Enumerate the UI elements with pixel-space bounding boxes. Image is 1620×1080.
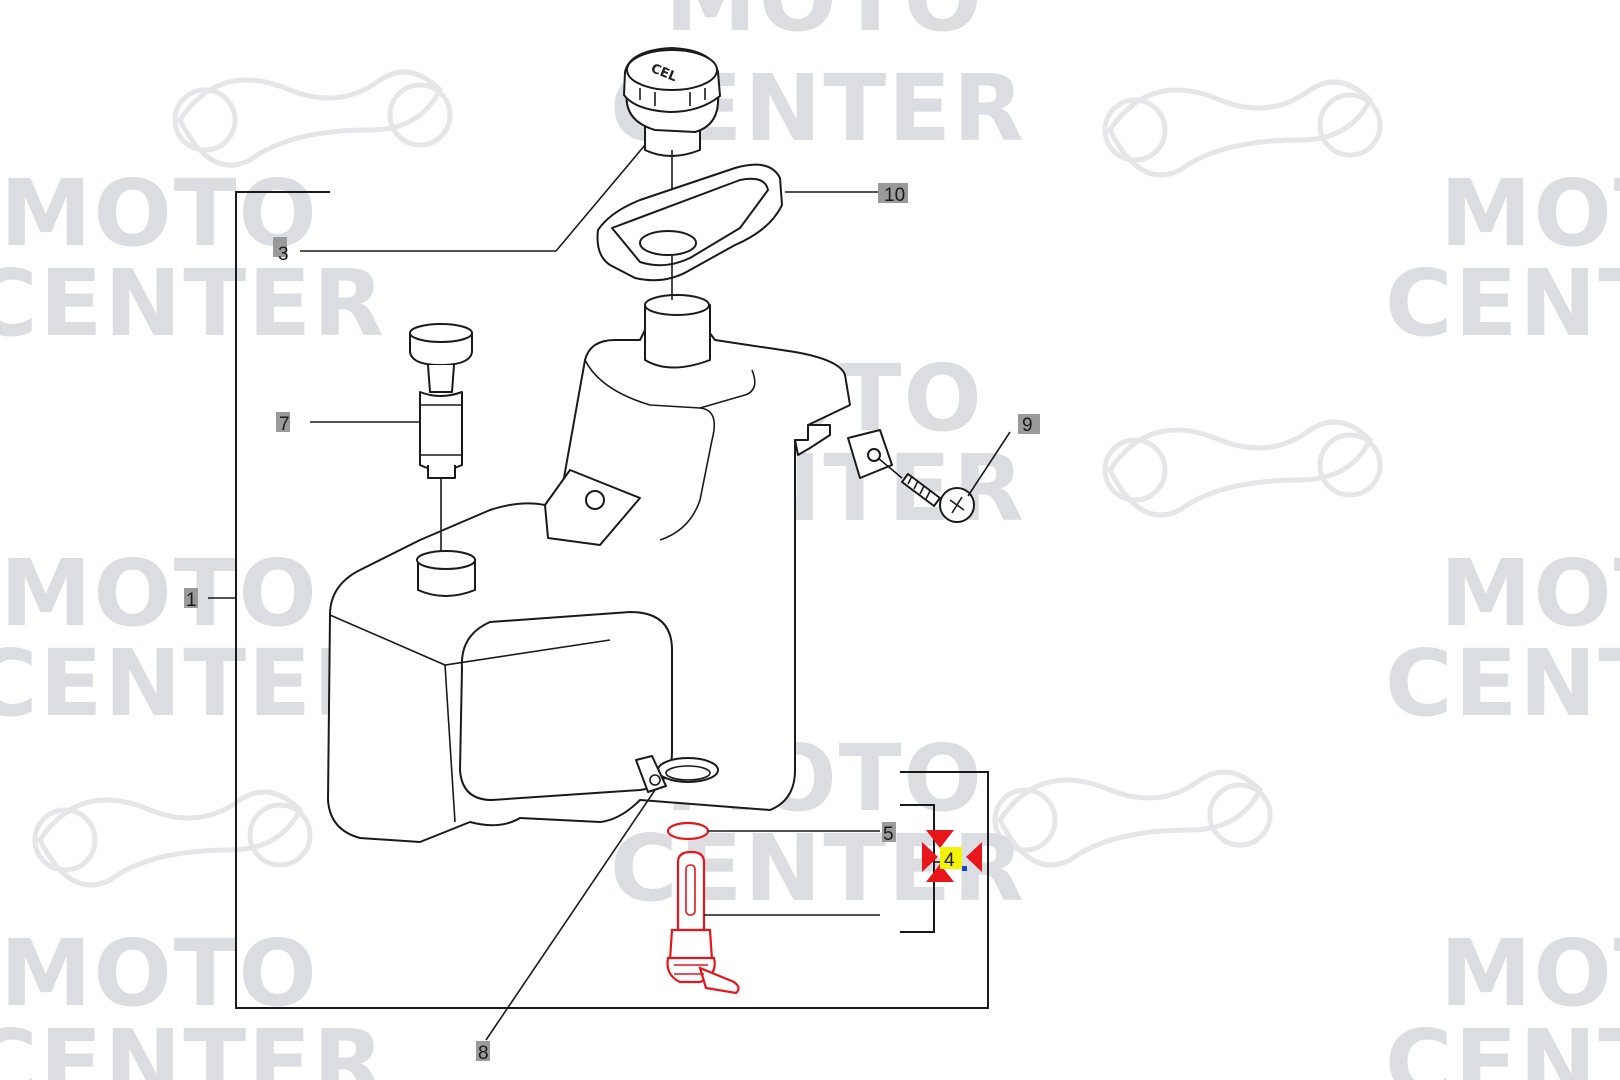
callout-1[interactable]: 1 [184, 588, 198, 611]
callout-8[interactable]: 8 [476, 1041, 490, 1064]
watermark-logo: MOTO CENTER [0, 160, 386, 357]
svg-text:MOTO: MOTO [1440, 160, 1620, 267]
leader-lines [300, 144, 1011, 1041]
svg-text:CENTER: CENTER [1385, 250, 1620, 357]
fuel-tap[interactable] [666, 850, 740, 995]
watermark-scooter-icon [1102, 79, 1383, 178]
svg-text:CENTER: CENTER [0, 1010, 386, 1080]
svg-text:MOTO: MOTO [0, 920, 319, 1027]
speed-nut-clip[interactable] [847, 429, 893, 479]
fuel-cap[interactable]: CEL [623, 47, 721, 157]
watermark-logo: MOTO CENTER [1385, 920, 1620, 1080]
svg-text:MOTO: MOTO [0, 540, 319, 647]
callout-4[interactable]: 4 [944, 850, 955, 871]
mounting-screw[interactable] [901, 473, 975, 523]
watermark-scooter-icon [1102, 419, 1383, 518]
svg-text:8: 8 [478, 1043, 489, 1064]
watermark-logo: MOTO CENTER [1385, 160, 1620, 357]
svg-text:CENTER: CENTER [1385, 630, 1620, 737]
leader-screw-to-nut [877, 457, 903, 479]
svg-text:MOTO: MOTO [0, 160, 319, 267]
selection-marker[interactable] [922, 830, 982, 882]
callout-5[interactable]: 5 [882, 822, 896, 845]
callout-7[interactable]: 7 [276, 412, 290, 435]
fuel-level-sender[interactable] [409, 323, 473, 479]
callout-3[interactable]: 3 [273, 237, 289, 265]
svg-text:7: 7 [279, 414, 290, 435]
filler-seal-tray[interactable] [596, 163, 783, 282]
watermark-scooter-icon [992, 769, 1273, 868]
svg-text:CENTER: CENTER [1385, 1010, 1620, 1080]
hose-clamp[interactable] [635, 755, 719, 793]
svg-text:CENTER: CENTER [0, 250, 386, 357]
svg-text:3: 3 [278, 244, 289, 265]
o-ring[interactable] [666, 821, 710, 841]
svg-text:CENTER: CENTER [0, 630, 386, 737]
assembly-bracket-1 [208, 191, 989, 1009]
callout-9[interactable]: 9 [1018, 414, 1040, 436]
watermark-scooter-icon [172, 69, 453, 168]
svg-text:MOTO: MOTO [1440, 920, 1620, 1027]
svg-text:9: 9 [1022, 415, 1033, 436]
fuel-tank-body[interactable] [327, 294, 851, 843]
callout-10[interactable]: 10 [878, 183, 908, 206]
svg-text:MOTO: MOTO [1440, 540, 1620, 647]
watermark-logo: MOTO CENTER [1385, 540, 1620, 737]
svg-text:4: 4 [944, 850, 955, 871]
watermark-scooter-icon [32, 789, 313, 888]
svg-text:1: 1 [186, 590, 197, 611]
svg-text:10: 10 [884, 185, 905, 206]
svg-text:5: 5 [883, 824, 894, 845]
watermark-logo: MOTO CENTER [0, 920, 386, 1080]
watermark-logo: MOTO CENTER [0, 540, 386, 737]
svg-text:MOTO: MOTO [665, 0, 984, 52]
